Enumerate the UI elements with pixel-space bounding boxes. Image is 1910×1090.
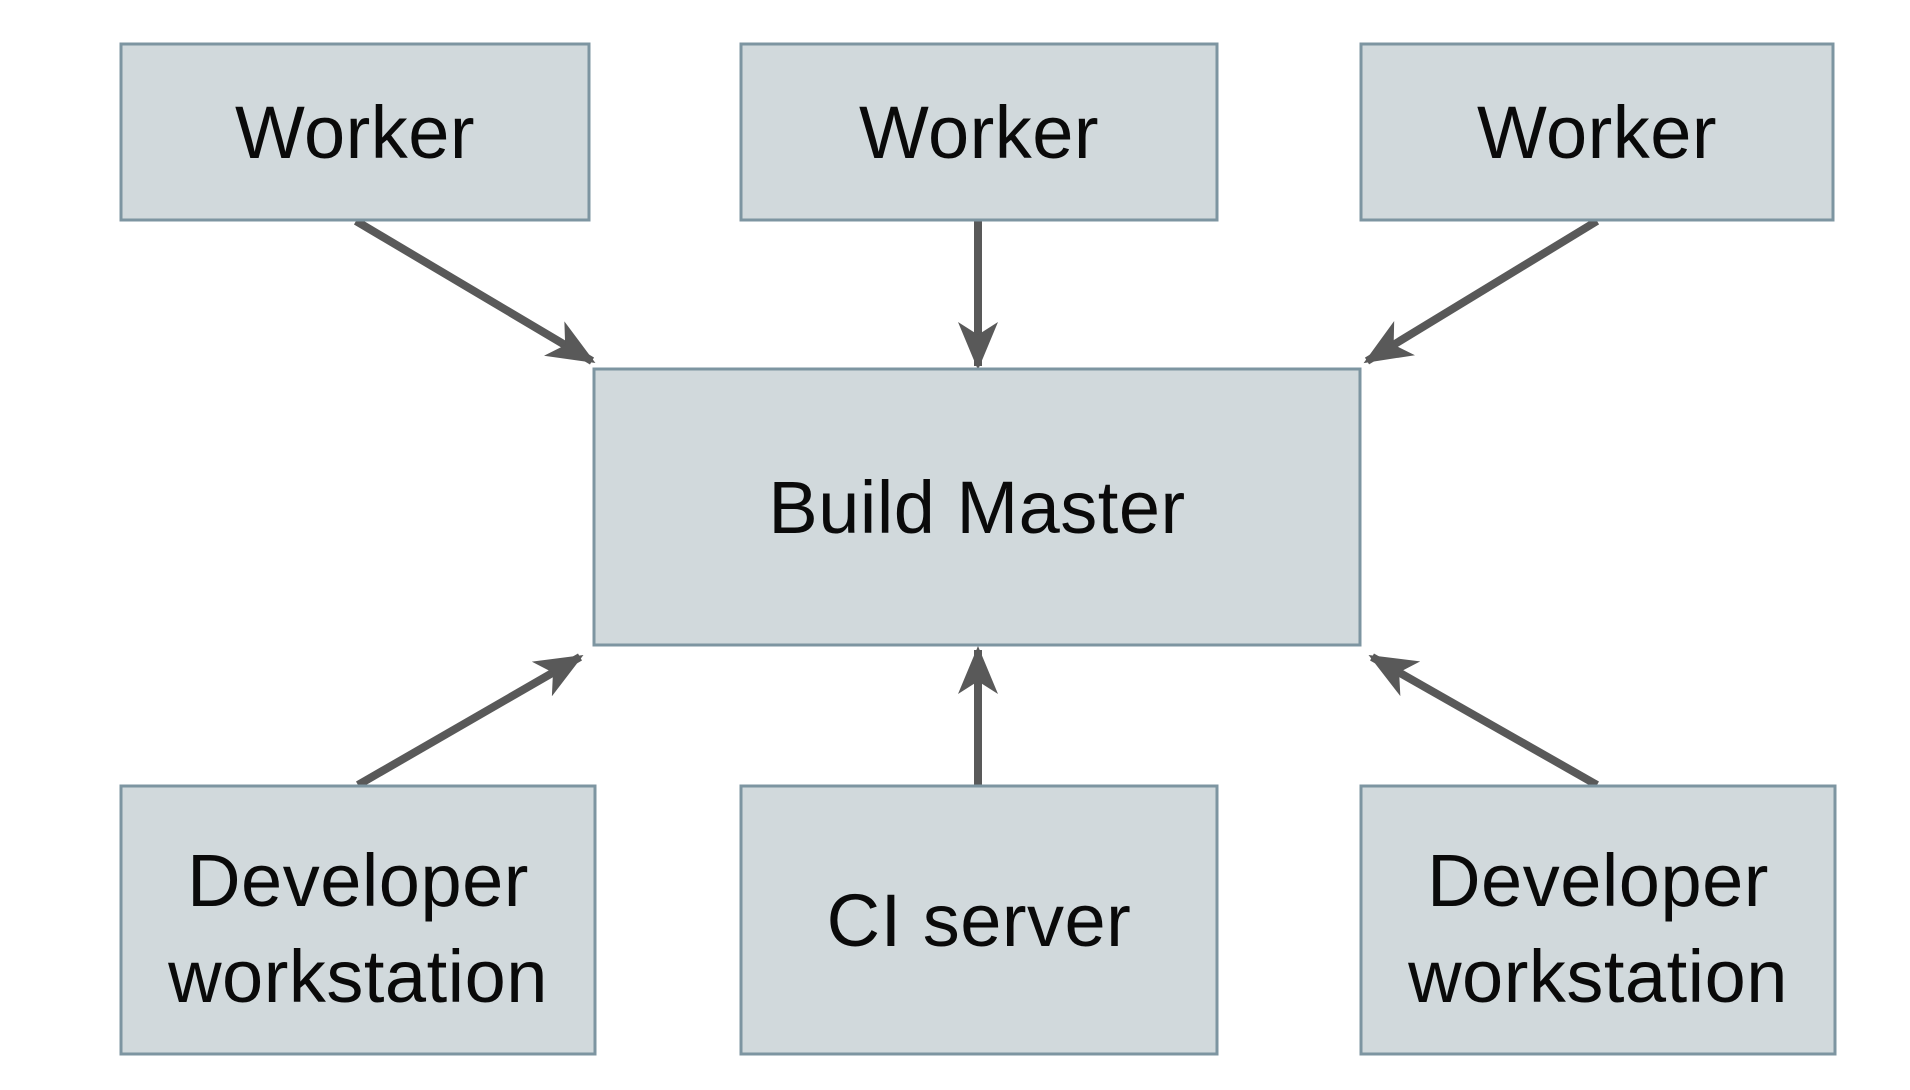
- node-worker-3-label: Worker: [1477, 91, 1717, 174]
- node-ci-server-box: [739, 784, 1219, 1056]
- node-build-master-label: Build Master: [768, 466, 1185, 549]
- node-developer-workstation-2: Developer workstation: [1359, 784, 1837, 1056]
- node-worker-1: Worker: [119, 42, 591, 222]
- node-ci-server-label: CI server: [827, 879, 1132, 962]
- edge-developer-workstation-1-to-build-master: [356, 653, 584, 789]
- node-worker-3-box: [1359, 42, 1835, 222]
- node-worker-2-box: [739, 42, 1219, 222]
- edge-worker-1-to-build-master: [353, 217, 596, 365]
- edge-worker-3-to-build-master: [1363, 217, 1600, 365]
- node-worker-2-label: Worker: [859, 91, 1099, 174]
- node-developer-workstation-2-label-line-2: workstation: [1407, 935, 1788, 1018]
- node-build-master-box: [592, 367, 1362, 647]
- node-developer-workstation-2-label-line-1: Developer: [1427, 839, 1769, 922]
- node-worker-1-label: Worker: [235, 91, 475, 174]
- node-developer-workstation-1-label-line-2: workstation: [167, 935, 548, 1018]
- node-worker-1-box: [119, 42, 591, 222]
- edge-layer: [353, 217, 1600, 789]
- node-developer-workstation-1-label-line-1: Developer: [187, 839, 529, 922]
- node-ci-server: CI server: [739, 784, 1219, 1056]
- node-worker-2: Worker: [739, 42, 1219, 222]
- node-layer: Worker Worker Worker Build Master Develo…: [119, 42, 1837, 1056]
- edge-developer-workstation-2-to-build-master: [1368, 653, 1599, 789]
- node-developer-workstation-2-box: [1359, 784, 1837, 1056]
- node-developer-workstation-1: Developer workstation: [119, 784, 597, 1056]
- node-build-master: Build Master: [592, 367, 1362, 647]
- node-worker-3: Worker: [1359, 42, 1835, 222]
- node-developer-workstation-1-box: [119, 784, 597, 1056]
